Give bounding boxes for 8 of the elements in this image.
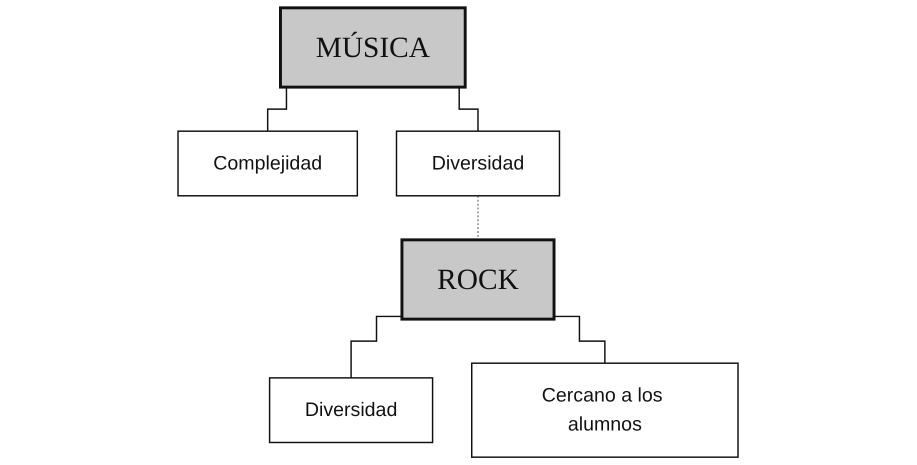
- node-box: Diversidad: [396, 130, 561, 197]
- connector: [554, 316, 606, 364]
- node-box: Diversidad: [269, 377, 434, 444]
- node-box: ROCK: [400, 238, 556, 321]
- node-box: Cercano a los alumnos: [471, 362, 740, 458]
- connector: [350, 316, 402, 379]
- node-box: MÚSICA: [279, 6, 468, 89]
- node-box: Complejidad: [178, 130, 359, 197]
